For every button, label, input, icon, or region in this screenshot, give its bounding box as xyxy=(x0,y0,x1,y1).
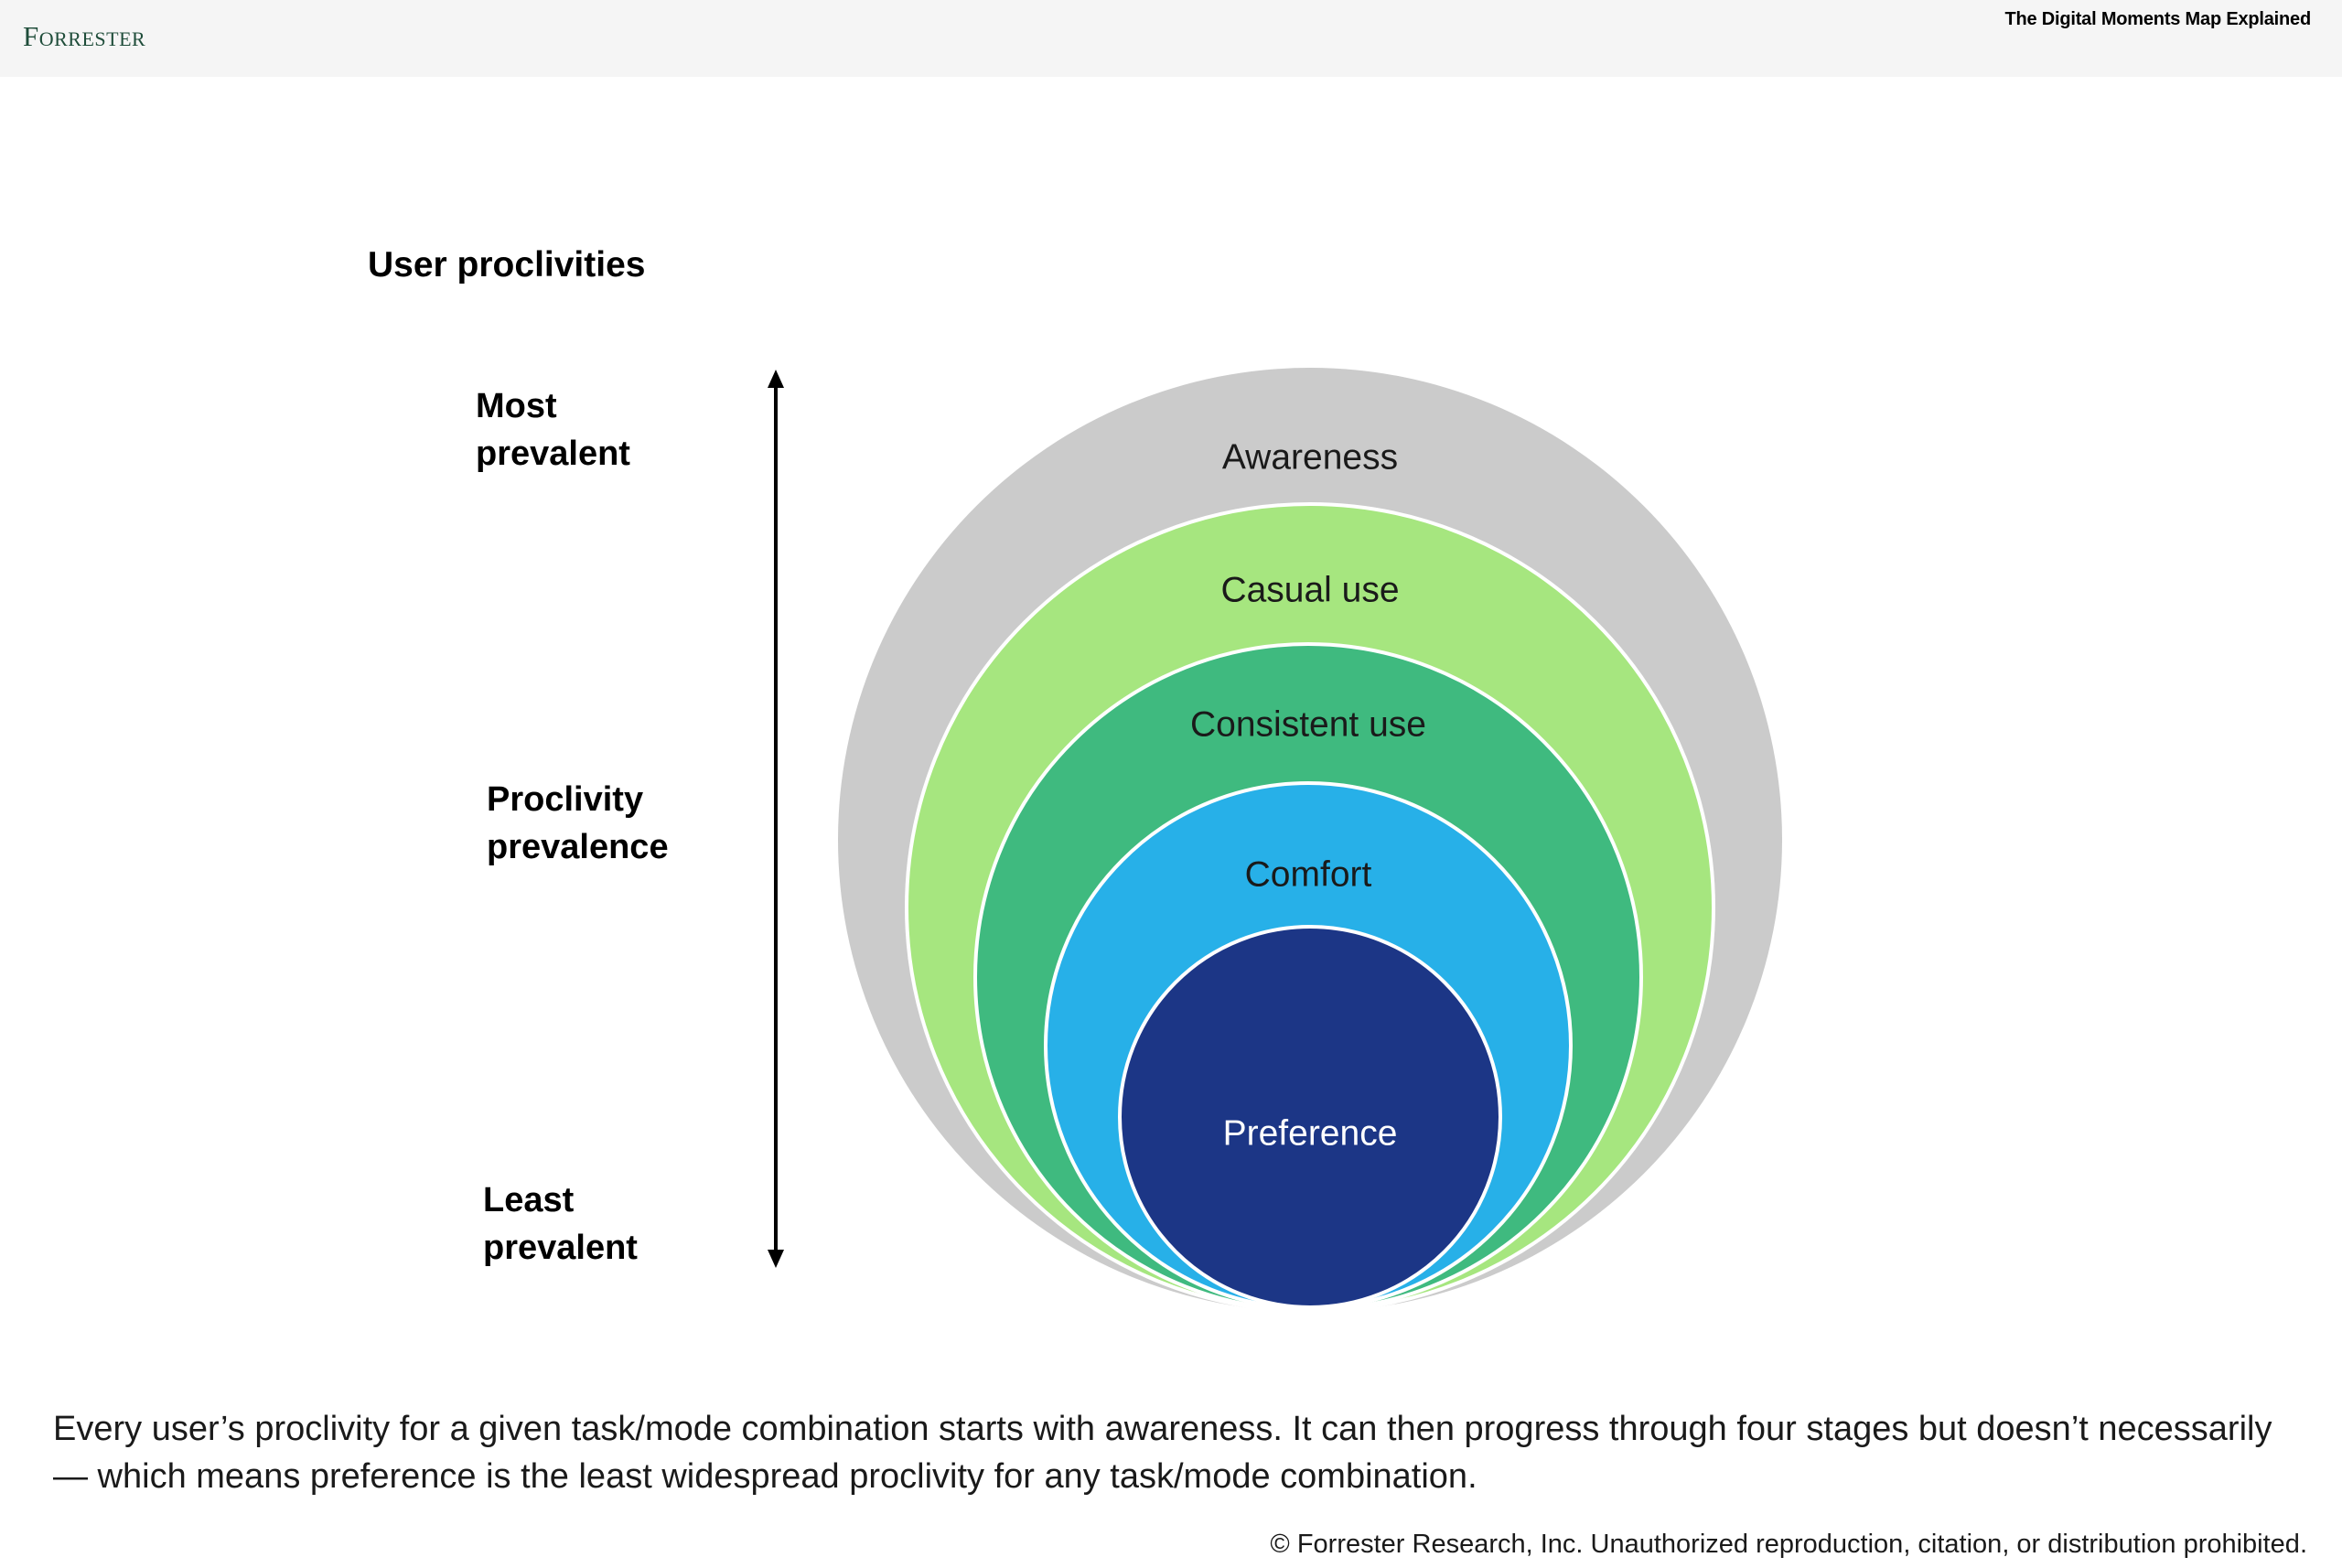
stage-label-preference: Preference xyxy=(1223,1113,1398,1153)
stage-label-comfort: Comfort xyxy=(1245,854,1372,894)
axis-label-proclivity-prevalence: Proclivity prevalence xyxy=(487,780,669,866)
stage-label-consistent-use: Consistent use xyxy=(1190,704,1426,744)
copyright-notice: © Forrester Research, Inc. Unauthorized … xyxy=(1270,1530,2307,1559)
prevalence-arrow xyxy=(768,370,784,1268)
forrester-logo: Forrester xyxy=(23,20,146,52)
header-bar: Forrester The Digital Moments Map Explai… xyxy=(0,0,2342,77)
stage-label-casual-use: Casual use xyxy=(1220,570,1399,609)
arrow-down-icon xyxy=(768,1250,784,1268)
arrow-up-icon xyxy=(768,370,784,388)
stage-circle-preference xyxy=(1118,925,1502,1309)
stage-circles xyxy=(838,368,1782,1313)
stage-label-awareness: Awareness xyxy=(1222,437,1398,477)
axis-label-most-prevalent: Most prevalent xyxy=(476,387,630,473)
diagram-title: User proclivities xyxy=(368,245,646,285)
caption-text: Every user’s proclivity for a given task… xyxy=(53,1410,2272,1496)
document-title: The Digital Moments Map Explained xyxy=(2004,9,2311,29)
axis-label-least-prevalent: Least prevalent xyxy=(483,1181,638,1267)
